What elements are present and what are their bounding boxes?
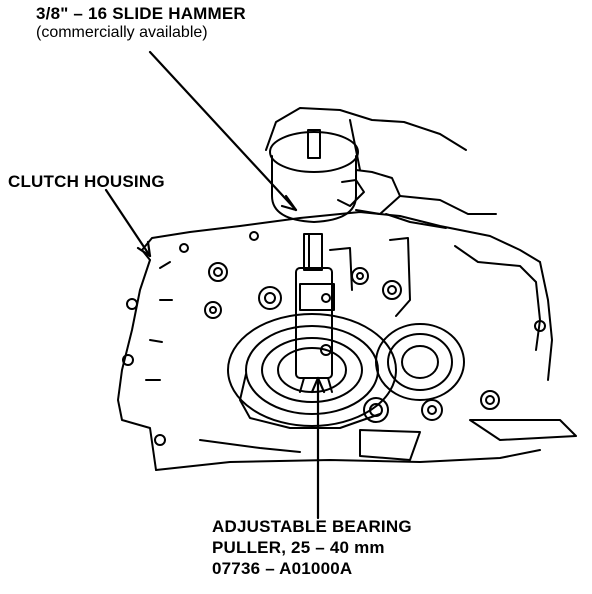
housing-bolts xyxy=(122,231,546,446)
bearing-puller-arrowhead xyxy=(310,376,326,394)
slide-hammer-leader xyxy=(148,50,298,212)
slide-hammer-label: 3/8" – 16 SLIDE HAMMER xyxy=(36,4,246,23)
main-bearing xyxy=(227,313,397,429)
clutch-housing-label: CLUTCH HOUSING xyxy=(8,172,165,191)
bearing-puller-label-line2: PULLER, 25 – 40 mm xyxy=(212,538,385,557)
bearing-puller-part-number: 07736 – A01000A xyxy=(212,559,353,578)
clutch-housing-leader xyxy=(104,188,152,258)
bearing-puller xyxy=(295,267,335,393)
clutch-housing-outline xyxy=(117,211,577,471)
hand xyxy=(265,107,497,229)
secondary-bearing xyxy=(375,323,465,401)
clutch-housing-arrowhead xyxy=(136,240,152,258)
slide-hammer-note: (commercially available) xyxy=(36,24,208,41)
slide-hammer xyxy=(269,129,359,271)
slide-hammer-arrowhead xyxy=(280,194,298,212)
leader-lines xyxy=(104,50,326,520)
bearing-puller-label-line1: ADJUSTABLE BEARING xyxy=(212,517,412,536)
